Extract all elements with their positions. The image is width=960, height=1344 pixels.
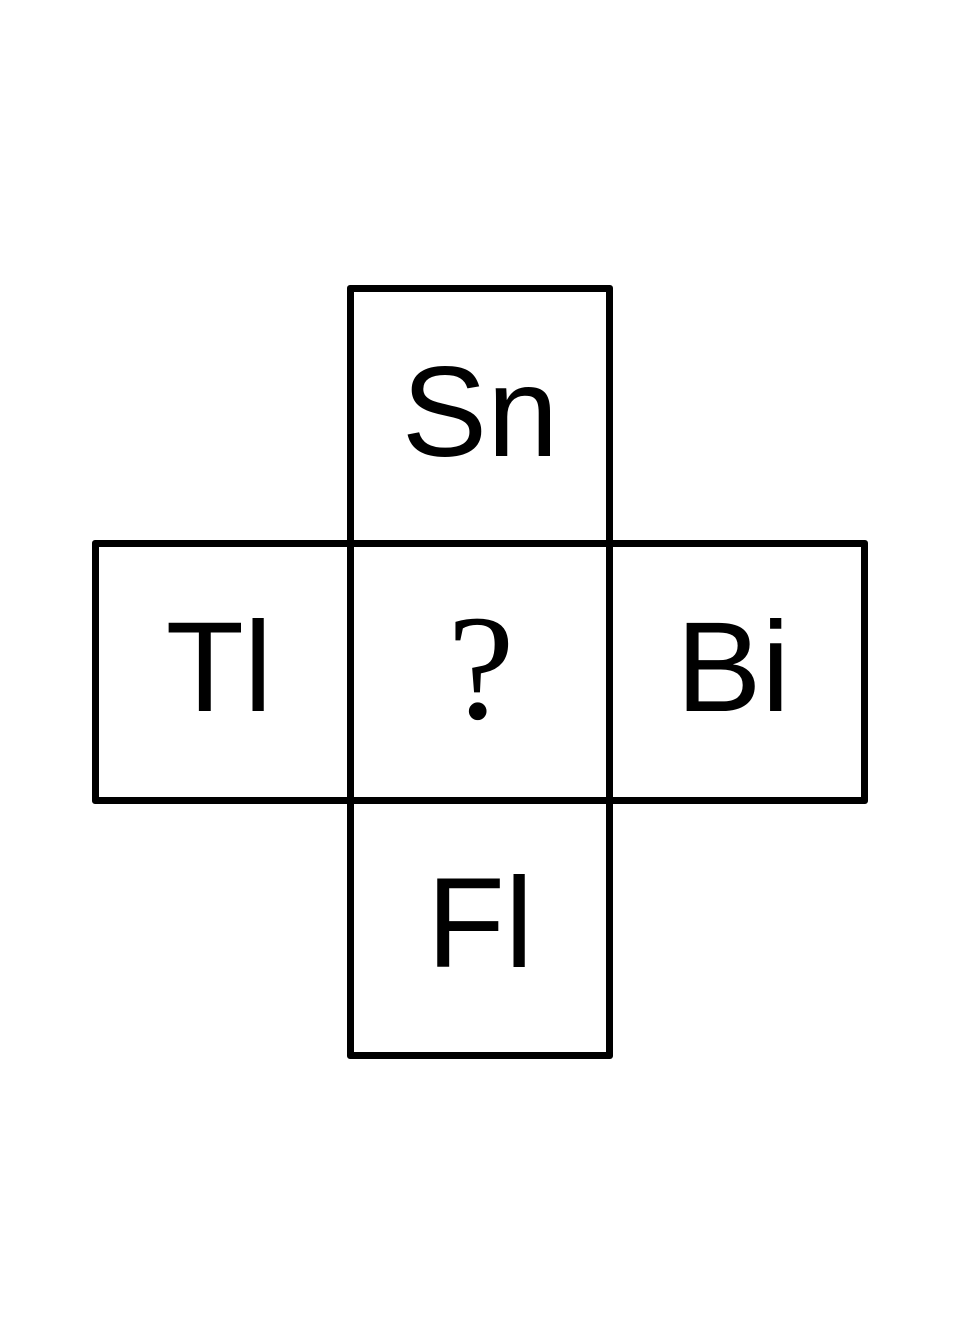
cell-right: Bi xyxy=(606,540,868,804)
question-mark: ? xyxy=(447,585,515,751)
element-symbol-bottom: Fl xyxy=(426,852,534,995)
cell-left: Tl xyxy=(92,540,354,804)
cell-top: Sn xyxy=(347,285,613,547)
element-symbol-left: Tl xyxy=(165,596,273,739)
cell-bottom: Fl xyxy=(347,797,613,1059)
cell-center: ? xyxy=(347,540,613,804)
element-symbol-top: Sn xyxy=(401,341,559,484)
element-symbol-right: Bi xyxy=(676,596,790,739)
